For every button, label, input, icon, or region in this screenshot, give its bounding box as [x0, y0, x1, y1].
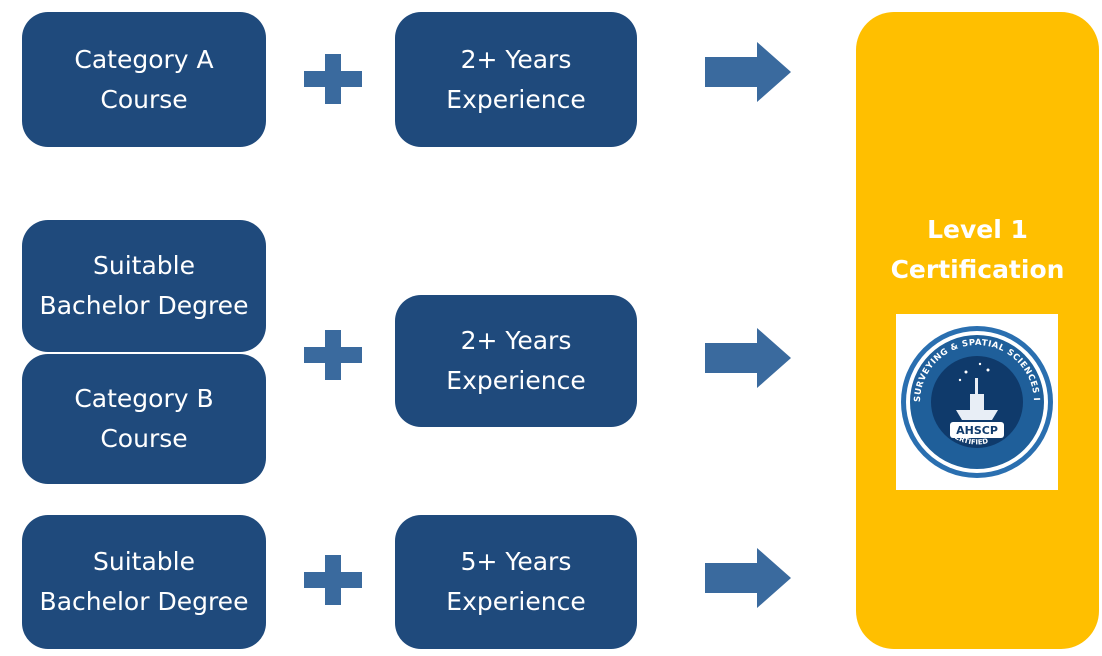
ahscp-seal-icon: SURVEYING & SPATIAL SCIENCES INSTITUTE A… [896, 314, 1053, 478]
suitable-bachelor-degree-box-1: Suitable Bachelor Degree [22, 220, 266, 352]
right-arrow-icon [705, 42, 791, 102]
category-b-course-box: Category B Course [22, 354, 266, 484]
years-experience-label-1: 2+ Years Experience [446, 44, 586, 114]
right-arrow-icon [705, 328, 791, 388]
level-1-certification-panel: Level 1 Certification SURVEYING & SPATIA… [856, 12, 1099, 649]
category-a-course-label: Category A Course [74, 44, 214, 114]
years-experience-box-3: 5+ Years Experience [395, 515, 637, 649]
years-experience-box-1: 2+ Years Experience [395, 12, 637, 147]
plus-icon [304, 555, 362, 605]
seal-center-text: AHSCP [956, 424, 998, 437]
years-experience-label-3: 5+ Years Experience [446, 547, 586, 616]
plus-icon [304, 54, 362, 104]
suitable-bachelor-degree-box-2: Suitable Bachelor Degree [22, 515, 266, 649]
plus-icon [304, 330, 362, 380]
right-arrow-icon [705, 548, 791, 608]
suitable-bachelor-degree-label-2: Suitable Bachelor Degree [39, 547, 249, 616]
category-a-course-box: Category A Course [22, 12, 266, 147]
years-experience-label-2: 2+ Years Experience [446, 326, 586, 395]
years-experience-box-2: 2+ Years Experience [395, 295, 637, 427]
certification-badge: SURVEYING & SPATIAL SCIENCES INSTITUTE A… [896, 314, 1058, 490]
suitable-bachelor-degree-label-1: Suitable Bachelor Degree [39, 251, 249, 320]
category-b-course-label: Category B Course [74, 384, 214, 453]
certification-title: Level 1 Certification [890, 215, 1065, 284]
